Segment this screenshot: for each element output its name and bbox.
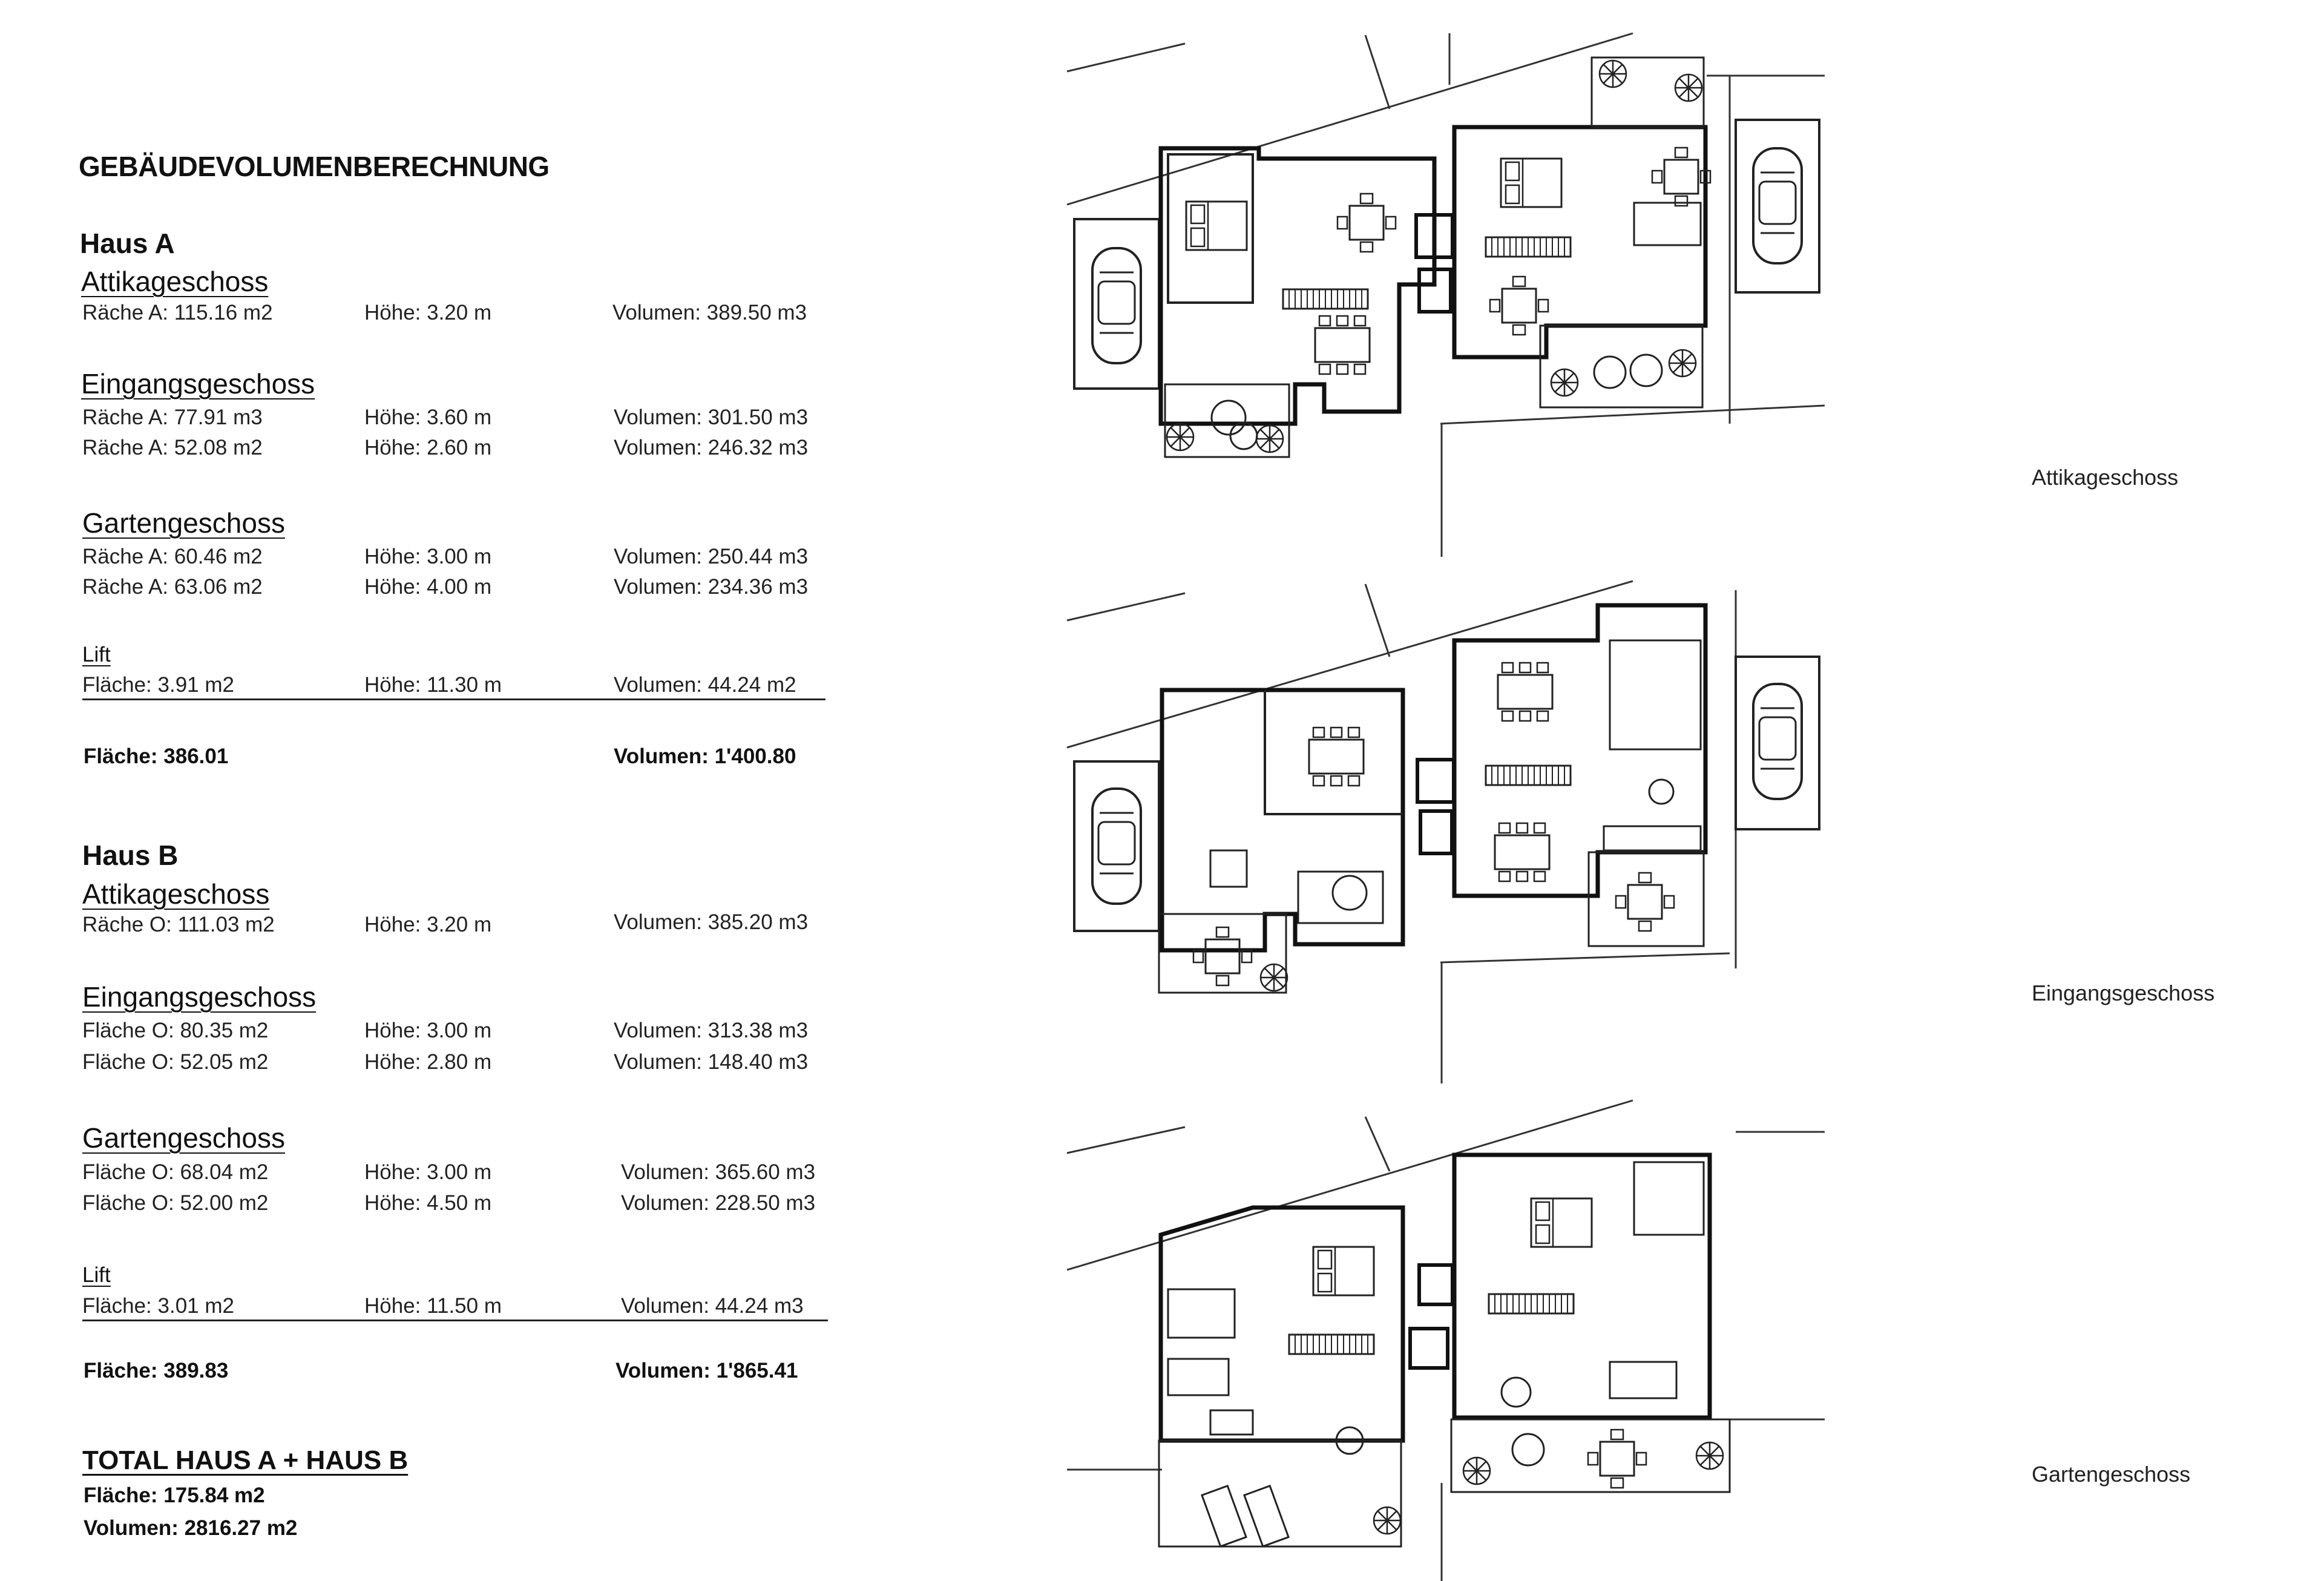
house-b-eingang-height-2: Höhe: 2.80 m [364, 1050, 492, 1074]
house-a-eingang-area-2: Räche A: 52.08 m2 [82, 436, 263, 459]
house-b-attika-height: Höhe: 3.20 m [364, 913, 492, 936]
plan-label-attikageschoss: Attikageschoss [2032, 465, 2179, 490]
house-a-eingang-height-2: Höhe: 2.60 m [364, 436, 492, 459]
house-a-lift-title: Lift [82, 643, 111, 666]
house-b-attika-volume: Volumen: 385.20 m3 [614, 910, 809, 934]
house-a-attika-height: Höhe: 3.20 m [364, 301, 492, 324]
page-title: GEBÄUDEVOLUMENBERECHNUNG [79, 151, 550, 182]
house-a-garten-volume-2: Volumen: 234.36 m3 [614, 575, 809, 599]
house-b-garten-volume-2: Volumen: 228.50 m3 [621, 1191, 816, 1215]
house-a-sum-rule [82, 698, 826, 700]
plan-gartengeschoss [1066, 1099, 1825, 1581]
house-b-lift-title: Lift [82, 1263, 111, 1287]
house-b-sum-area: Fläche: 389.83 [84, 1359, 229, 1382]
house-b-eingang-area-2: Fläche O: 52.05 m2 [82, 1050, 269, 1074]
total-volume: Volumen: 2816.27 m2 [84, 1516, 298, 1540]
house-a-sum-volume: Volumen: 1'400.80 [614, 744, 796, 768]
plan-label-eingangsgeschoss: Eingangsgeschoss [2032, 981, 2215, 1005]
house-a-garten-area-1: Räche A: 60.46 m2 [82, 545, 263, 568]
house-b-eingang-title: Eingangsgeschoss [82, 981, 317, 1013]
house-b-sum-rule [82, 1320, 828, 1321]
plan-eingangsgeschoss [1066, 580, 1820, 1083]
total-title: TOTAL HAUS A + HAUS B [82, 1445, 409, 1475]
house-a-eingang-height-1: Höhe: 3.60 m [364, 406, 492, 429]
volume-calculation-panel: GEBÄUDEVOLUMENBERECHNUNG Haus A Attikage… [0, 0, 908, 1581]
house-b-attika-area: Räche O: 111.03 m2 [82, 913, 275, 936]
house-a-attika-title: Attikageschoss [81, 266, 269, 297]
house-a-garten-height-1: Höhe: 3.00 m [364, 545, 492, 568]
house-a-eingang-volume-1: Volumen: 301.50 m3 [614, 406, 809, 429]
plan-attikageschoss [1066, 32, 1825, 557]
house-a-title: Haus A [80, 228, 175, 259]
house-a-attika-area: Räche A: 115.16 m2 [82, 301, 273, 324]
house-b-garten-area-1: Fläche O: 68.04 m2 [82, 1160, 269, 1184]
house-b-garten-volume-1: Volumen: 365.60 m3 [621, 1160, 816, 1184]
house-b-lift-height: Höhe: 11.50 m [364, 1294, 502, 1318]
house-a-eingang-title: Eingangsgeschoss [81, 368, 315, 399]
house-a-eingang-volume-2: Volumen: 246.32 m3 [614, 436, 809, 459]
house-b-attika-title: Attikageschoss [82, 878, 270, 910]
total-area: Fläche: 175.84 m2 [84, 1484, 265, 1507]
house-b-eingang-height-1: Höhe: 3.00 m [364, 1019, 492, 1042]
house-a-garten-volume-1: Volumen: 250.44 m3 [614, 545, 809, 568]
house-a-garten-height-2: Höhe: 4.00 m [364, 575, 492, 599]
house-b-lift-volume: Volumen: 44.24 m3 [621, 1294, 804, 1318]
house-a-lift-height: Höhe: 11.30 m [364, 673, 502, 697]
house-a-lift-area: Fläche: 3.91 m2 [82, 673, 234, 697]
plan-label-gartengeschoss: Gartengeschoss [2032, 1462, 2191, 1487]
house-b-garten-height-1: Höhe: 3.00 m [364, 1160, 492, 1184]
house-b-lift-area: Fläche: 3.01 m2 [82, 1294, 234, 1318]
house-b-garten-area-2: Fläche O: 52.00 m2 [82, 1191, 269, 1215]
house-a-sum-area: Fläche: 386.01 [84, 744, 229, 768]
house-a-lift-volume: Volumen: 44.24 m2 [614, 673, 796, 697]
house-b-sum-volume: Volumen: 1'865.41 [615, 1359, 798, 1382]
house-a-eingang-area-1: Räche A: 77.91 m3 [82, 406, 263, 429]
house-b-eingang-volume-1: Volumen: 313.38 m3 [614, 1019, 809, 1042]
house-b-title: Haus B [82, 840, 179, 871]
house-a-garten-title: Gartengeschoss [82, 507, 285, 539]
house-a-garten-area-2: Räche A: 63.06 m2 [82, 575, 263, 599]
house-b-garten-height-2: Höhe: 4.50 m [364, 1191, 492, 1215]
house-a-attika-volume: Volumen: 389.50 m3 [612, 301, 807, 324]
house-b-eingang-volume-2: Volumen: 148.40 m3 [614, 1050, 809, 1074]
house-b-garten-title: Gartengeschoss [82, 1122, 285, 1154]
house-b-eingang-area-1: Fläche O: 80.35 m2 [82, 1019, 269, 1042]
